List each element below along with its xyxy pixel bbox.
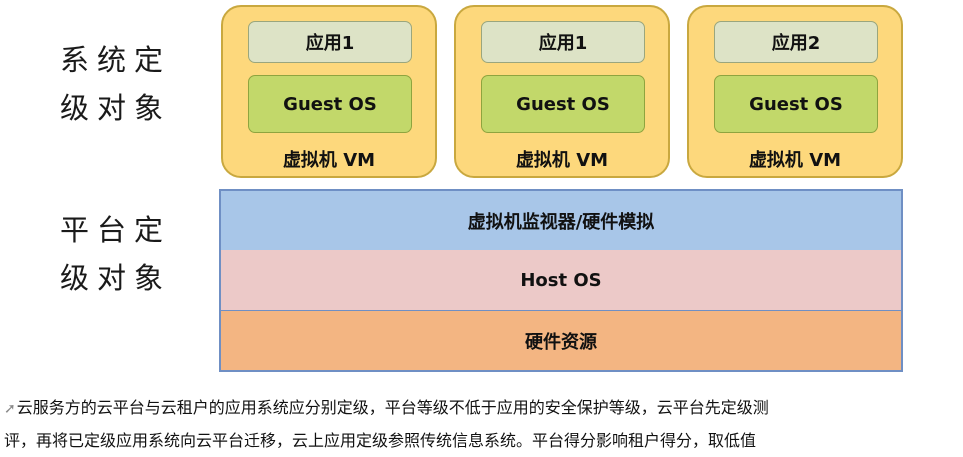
vm-3-label: 虚拟机 VM [748, 150, 842, 171]
vm-box-3: 应用2 Guest OS 虚拟机 VM [687, 5, 903, 178]
vm-2-guest-os: Guest OS [481, 75, 645, 133]
hypervisor-layer: 虚拟机监视器/硬件模拟 [219, 189, 903, 252]
vm-2-label: 虚拟机 VM [515, 150, 609, 171]
host-os-layer: Host OS [219, 250, 903, 312]
vm-3-app: 应用2 [714, 21, 878, 63]
vm-2-app: 应用1 [481, 21, 645, 63]
grading-note-text1: 云服务方的云平台与云租户的应用系统应分别定级，平台等级不低于应用的安全保护等级，… [16, 398, 769, 417]
vm-1-label: 虚拟机 VM [282, 150, 376, 171]
vm-box-2: 应用1 Guest OS 虚拟机 VM [454, 5, 670, 178]
grading-note-line2: 评，再将已定级应用系统向云平台迁移，云上应用定级参照传统信息系统。平台得分影响租… [4, 431, 757, 450]
vm-1-guest-os: Guest OS [248, 75, 412, 133]
vm-box-1: 应用1 Guest OS 虚拟机 VM [221, 5, 437, 178]
platform-grading-label-line1: 平台定 [60, 213, 172, 247]
vm-3-guest-os: Guest OS [714, 75, 878, 133]
platform-grading-label: 平台定 级对象 [60, 206, 180, 302]
vm-1-app: 应用1 [248, 21, 412, 63]
arrow-icon: ➚ [4, 401, 16, 417]
system-grading-label-line2: 级对象 [60, 91, 172, 125]
platform-grading-label-line2: 级对象 [60, 261, 172, 295]
grading-note-line1: ➚云服务方的云平台与云租户的应用系统应分别定级，平台等级不低于应用的安全保护等级… [4, 392, 959, 425]
grading-note: ➚云服务方的云平台与云租户的应用系统应分别定级，平台等级不低于应用的安全保护等级… [4, 392, 959, 457]
system-grading-label: 系统定 级对象 [60, 36, 180, 132]
hardware-layer: 硬件资源 [219, 311, 903, 372]
system-grading-label-line1: 系统定 [60, 43, 172, 77]
